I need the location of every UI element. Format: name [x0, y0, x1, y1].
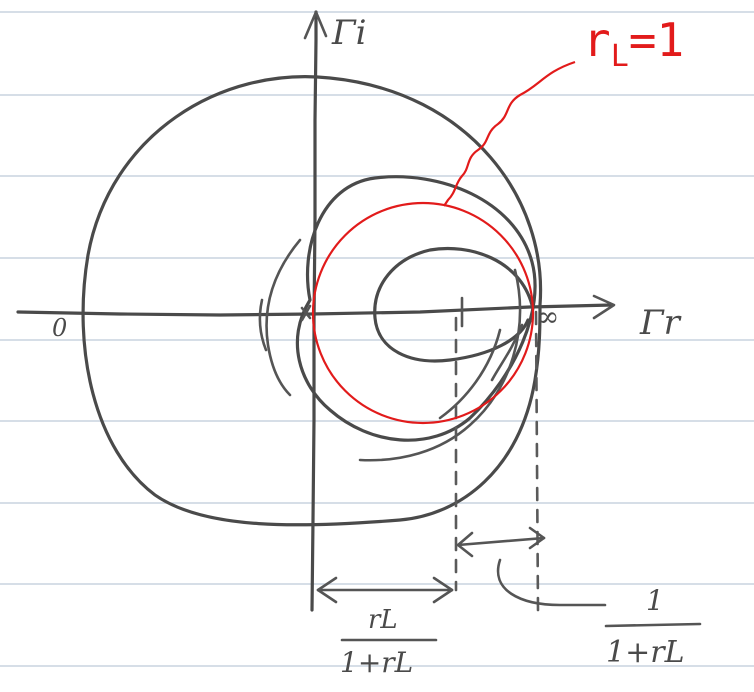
left-arc-near-origin	[265, 238, 302, 397]
infinity-label: ∞	[536, 300, 559, 333]
left-arc-small	[258, 298, 268, 352]
outer-unit-circle	[81, 75, 543, 527]
right-fraction-leader	[496, 558, 607, 607]
real-axis-label: Γr	[639, 303, 682, 343]
real-axis	[16, 294, 616, 320]
red-circle-label: rL=1	[583, 13, 684, 74]
svg-text:1+rL: 1+rL	[340, 646, 413, 679]
imag-axis-label: Γi	[331, 13, 366, 53]
imaginary-axis	[303, 10, 328, 612]
left-fraction: rL 1+rL	[340, 605, 438, 679]
red-rL-circle	[311, 201, 535, 425]
origin-cross	[300, 304, 312, 322]
svg-text:1: 1	[646, 584, 664, 617]
notebook-rule-lines	[0, 11, 754, 667]
mid-circle	[295, 175, 537, 442]
origin-label: 0	[52, 314, 67, 342]
lower-sweep-2	[438, 328, 502, 420]
red-leader-line	[443, 60, 576, 207]
lower-sweep-3	[490, 323, 524, 382]
right-fraction: 1 1+rL	[604, 584, 702, 670]
bracket-right	[456, 526, 546, 558]
bracket-left	[316, 576, 454, 604]
svg-text:1+rL: 1+rL	[606, 635, 685, 670]
inner-loop	[373, 246, 534, 363]
svg-text:rL: rL	[368, 605, 398, 635]
dashed-line-right	[534, 310, 540, 612]
lower-sweep-1	[358, 268, 522, 462]
